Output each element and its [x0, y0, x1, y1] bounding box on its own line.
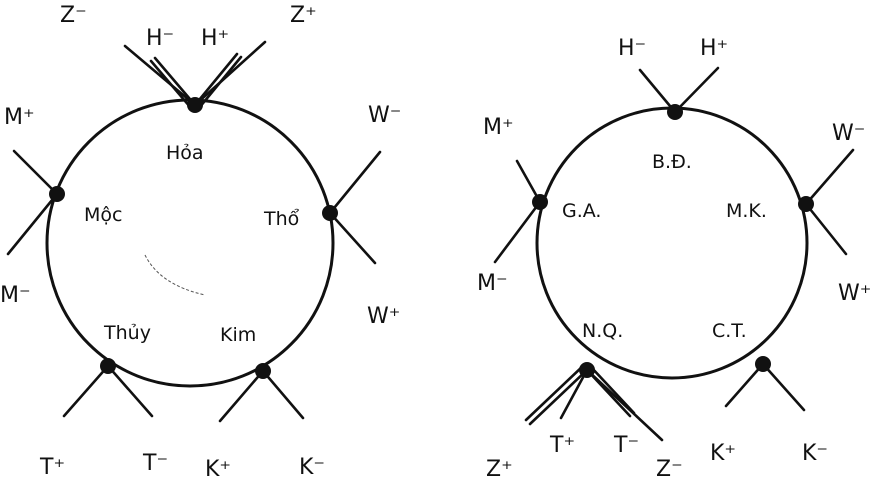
- right-node-bottom-right-label: C.T.: [712, 320, 747, 342]
- right-pole-t-minus: T⁻: [613, 433, 639, 458]
- right-pole-k-plus: K⁺: [710, 441, 736, 466]
- left-pole-w-minus: W⁻: [368, 103, 401, 128]
- left-pole-z-plus: Z⁺: [290, 3, 317, 28]
- right-line-w-plus: [804, 202, 848, 256]
- right-pole-m-plus: M⁺: [483, 115, 514, 140]
- right-pole-h-plus: H⁺: [700, 36, 728, 61]
- left-node-right-label: Thổ: [263, 208, 300, 230]
- right-line-z-plus-b: [524, 364, 585, 422]
- right-line-m-minus: [493, 200, 542, 264]
- right-node-top-dot: [667, 104, 683, 120]
- right-line-z-minus: [585, 368, 664, 442]
- left-line-z-minus: [123, 44, 197, 107]
- left-line-h-minus-a: [153, 56, 197, 107]
- right-line-h-plus: [673, 66, 720, 114]
- left-line-t-minus: [106, 364, 154, 418]
- left-line-h-minus-b: [149, 59, 193, 110]
- left-node-left-dot: [49, 186, 65, 202]
- left-pole-w-plus: W⁺: [367, 304, 400, 329]
- left-pole-k-plus: K⁺: [205, 457, 231, 482]
- right-line-t-plus: [559, 368, 589, 420]
- right-line-h-minus: [638, 68, 677, 114]
- left-line-z-plus: [193, 40, 267, 107]
- right-line-k-minus: [761, 362, 806, 412]
- left-line-t-plus: [62, 364, 110, 418]
- right-node-bottom-left-dot: [579, 362, 595, 378]
- left-pole-m-plus: M⁺: [4, 105, 35, 130]
- left-line-k-plus: [218, 369, 265, 423]
- left-pole-h-minus: H⁻: [146, 26, 174, 51]
- left-node-top-label: Hỏa: [166, 142, 204, 164]
- right-node-left-dot: [532, 194, 548, 210]
- left-pole-h-plus: H⁺: [201, 26, 229, 51]
- right-pole-z-minus: Z⁻: [656, 457, 683, 482]
- left-diagram: Hỏa Mộc Thổ Thủy Kim Z⁻ H⁻ H⁺ Z⁺ M⁺ M⁻ W…: [0, 3, 401, 482]
- right-node-left-label: G.A.: [562, 200, 601, 222]
- right-node-top-label: B.Đ.: [652, 151, 692, 173]
- left-line-w-minus: [328, 150, 382, 215]
- left-line-w-plus: [328, 211, 377, 265]
- left-node-top-dot: [187, 97, 203, 113]
- left-pole-m-minus: M⁻: [0, 283, 31, 308]
- right-diagram: B.Đ. G.A. M.K. N.Q. C.T. H⁻ H⁺ M⁺ M⁻ W⁻ …: [477, 36, 871, 482]
- right-pole-w-minus: W⁻: [832, 121, 865, 146]
- left-pole-z-minus: Z⁻: [60, 3, 87, 28]
- left-line-k-minus: [261, 369, 305, 420]
- right-node-right-dot: [798, 196, 814, 212]
- right-node-bottom-right-dot: [755, 356, 771, 372]
- right-pole-k-minus: K⁻: [802, 441, 828, 466]
- right-line-z-plus-a: [528, 368, 589, 426]
- left-node-bottom-right-dot: [255, 363, 271, 379]
- left-pole-t-minus: T⁻: [142, 451, 168, 476]
- left-line-h-plus-a: [193, 52, 239, 107]
- left-node-bottom-left-label: Thủy: [103, 322, 151, 344]
- left-node-right-dot: [322, 205, 338, 221]
- right-line-t-minus-b: [589, 365, 636, 415]
- right-pole-z-plus: Z⁺: [486, 457, 513, 482]
- right-line-k-plus: [724, 362, 765, 408]
- right-ring: [535, 106, 809, 380]
- left-line-m-minus: [6, 192, 59, 256]
- right-pole-m-minus: M⁻: [477, 271, 508, 296]
- left-pencil-mark: [144, 254, 206, 296]
- right-node-bottom-left-label: N.Q.: [582, 320, 623, 342]
- right-pole-h-minus: H⁻: [618, 36, 646, 61]
- left-pole-k-minus: K⁻: [299, 455, 325, 480]
- left-line-m-plus: [12, 149, 59, 196]
- left-node-bottom-right-label: Kim: [220, 324, 256, 346]
- right-pole-t-plus: T⁺: [549, 433, 575, 458]
- right-node-right-label: M.K.: [726, 200, 767, 222]
- right-line-w-minus: [804, 148, 855, 206]
- right-pole-w-plus: W⁺: [838, 281, 871, 306]
- left-pole-t-plus: T⁺: [39, 455, 65, 480]
- left-node-bottom-left-dot: [100, 358, 116, 374]
- left-node-left-label: Mộc: [84, 204, 122, 226]
